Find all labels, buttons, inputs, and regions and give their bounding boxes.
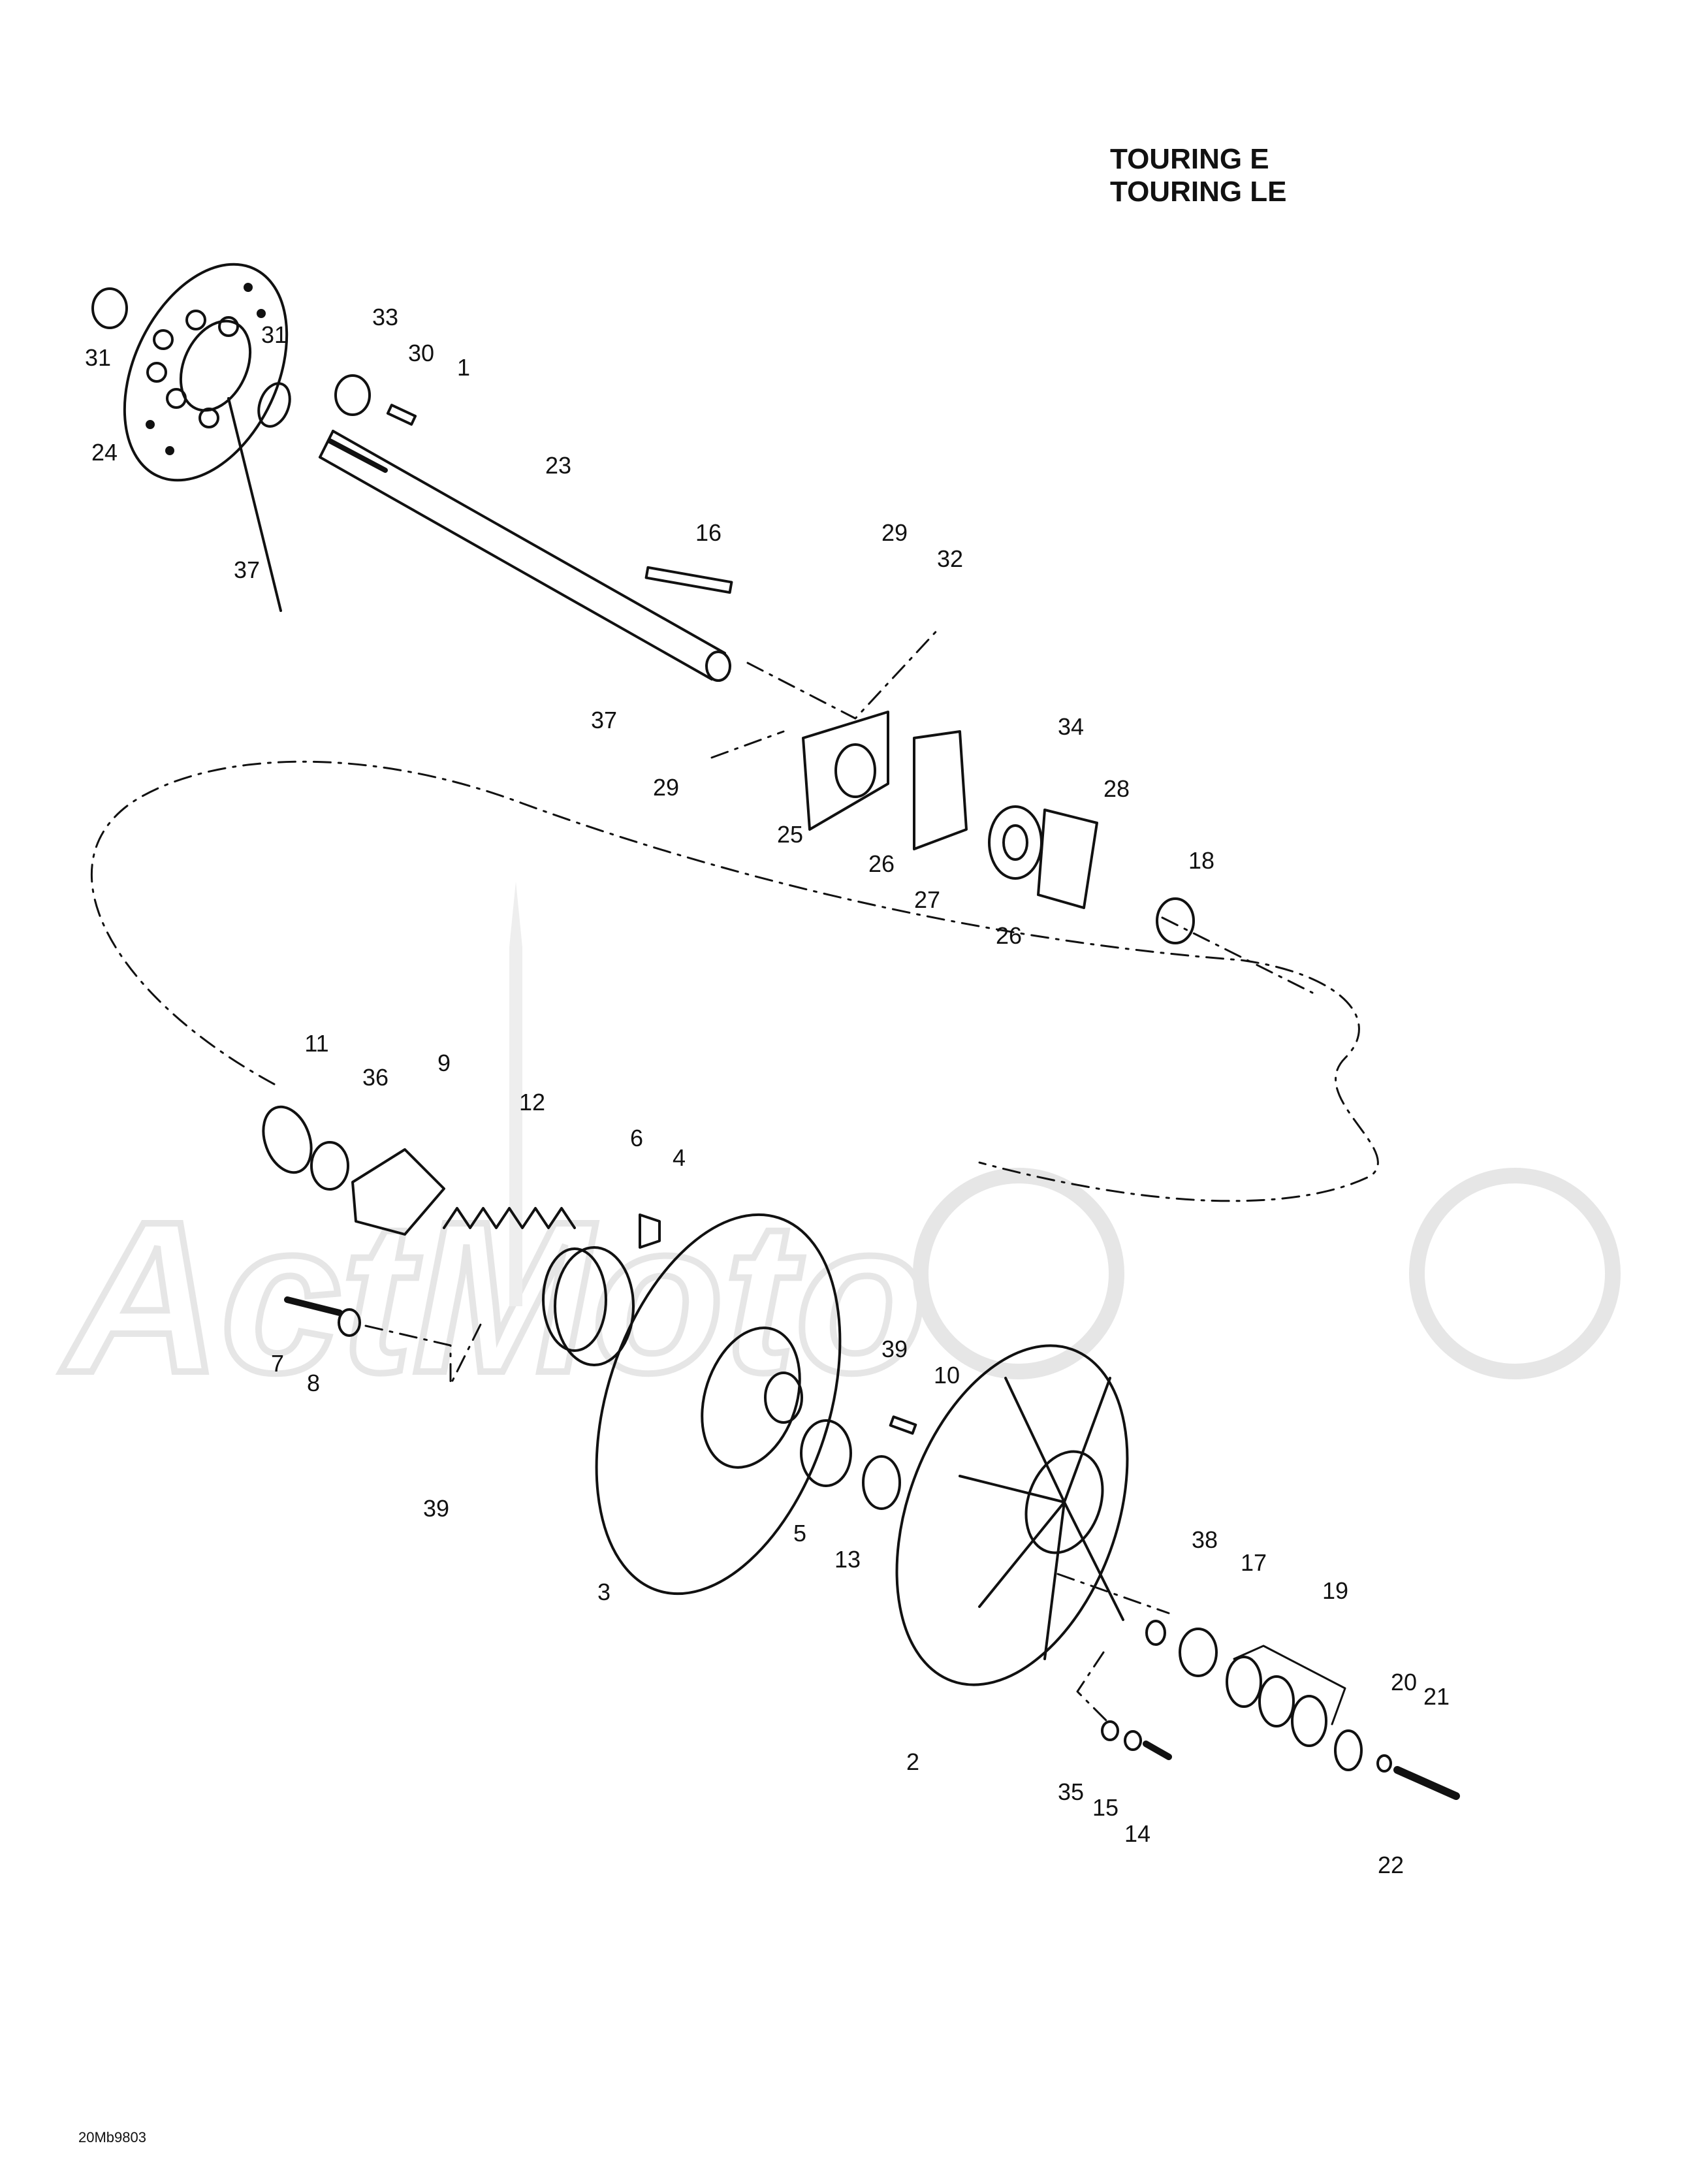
watermark-text: ActMoto (59, 1176, 927, 1417)
nut-15 (1124, 1730, 1142, 1751)
sleeve-6 (554, 1246, 635, 1366)
callout-19: 19 (1322, 1577, 1348, 1604)
washer-20 (1334, 1729, 1363, 1771)
watermark: ActMoto (56, 882, 1621, 1421)
retaining-ring-31a (91, 287, 128, 329)
shim-19b (1258, 1675, 1295, 1727)
callout-21: 21 (1423, 1683, 1450, 1710)
o-ring-33 (334, 374, 371, 416)
callout-8: 8 (307, 1370, 320, 1396)
callout-20: 20 (1391, 1669, 1417, 1695)
callout-39: 39 (881, 1336, 908, 1362)
shim-19c (1291, 1695, 1327, 1747)
callout-14: 14 (1124, 1820, 1150, 1847)
callout-38: 38 (1192, 1526, 1218, 1553)
callout-35: 35 (1058, 1778, 1084, 1805)
sliding-half-2 (895, 1344, 1129, 1686)
callout-4: 4 (673, 1144, 686, 1171)
callout-5: 5 (793, 1520, 806, 1547)
washer-36 (310, 1141, 349, 1191)
callout-6: 6 (630, 1125, 643, 1151)
washer-38 (1145, 1620, 1166, 1646)
watermark-spire (509, 882, 522, 1306)
key-10 (889, 1415, 917, 1435)
callout-13: 13 (834, 1546, 861, 1573)
callout-36: 36 (362, 1064, 389, 1091)
bolt-22 (1393, 1766, 1460, 1800)
callout-26: 26 (996, 922, 1022, 949)
cam-9 (351, 1148, 445, 1236)
callout-37: 37 (234, 556, 260, 583)
callout-26: 26 (868, 850, 895, 877)
callout-22: 22 (1378, 1852, 1404, 1878)
screw-14 (1143, 1741, 1172, 1760)
belt-return-line (1161, 916, 1314, 994)
washer-8 (338, 1308, 361, 1337)
spring-12 (443, 1207, 576, 1229)
key-30 (386, 404, 417, 426)
callout-27: 27 (914, 886, 940, 913)
callout-33: 33 (372, 304, 398, 330)
callout-32: 32 (937, 545, 963, 572)
callout-18: 18 (1188, 847, 1214, 874)
callout-25: 25 (777, 821, 803, 848)
washer-35 (1101, 1720, 1119, 1741)
callout-28: 28 (1103, 775, 1130, 802)
callout-30: 30 (408, 340, 434, 366)
flange-plate-25 (802, 711, 889, 831)
model-title-2: TOURING LE (1110, 176, 1287, 208)
callout-2: 2 (906, 1748, 919, 1775)
callout-12: 12 (519, 1089, 545, 1116)
shim-19a (1226, 1656, 1262, 1708)
slider-shoe-4 (639, 1213, 661, 1249)
callout-17: 17 (1241, 1549, 1267, 1576)
callout-7: 7 (271, 1350, 284, 1377)
callout-34: 34 (1058, 713, 1084, 740)
bearing-27 (988, 805, 1043, 880)
drive-belt-outline (90, 760, 1379, 1202)
washer-13 (862, 1455, 901, 1510)
drawing-code: 20Mb9803 (78, 2129, 146, 2145)
callout-1: 1 (457, 354, 470, 381)
callout-16: 16 (695, 519, 722, 546)
callout-29: 29 (881, 519, 908, 546)
watermark-wheel-rear (1409, 1168, 1621, 1379)
circlip-11 (262, 1105, 313, 1174)
callout-10: 10 (934, 1362, 960, 1389)
callout-11: 11 (304, 1030, 328, 1057)
key-16 (644, 566, 733, 594)
callout-39: 39 (423, 1495, 449, 1522)
callout-37: 37 (591, 707, 617, 733)
callout-9: 9 (437, 1050, 451, 1076)
bushing-5 (800, 1419, 852, 1487)
callout-15: 15 (1092, 1794, 1119, 1821)
lock-washer-21 (1376, 1754, 1392, 1773)
brake-disc (123, 263, 289, 482)
screw-7 (284, 1296, 343, 1316)
spacer-18 (1156, 897, 1195, 944)
callout-31: 31 (85, 344, 111, 371)
parts-linework (90, 263, 1460, 1800)
countershaft (319, 430, 731, 682)
bearing-flange-26a (913, 730, 968, 850)
callout-31: 31 (261, 321, 287, 348)
model-title-1: TOURING E (1110, 143, 1269, 175)
callout-23: 23 (545, 452, 571, 479)
callout-24: 24 (91, 439, 118, 466)
callout-3: 3 (597, 1579, 611, 1605)
retaining-ring-31b (257, 382, 291, 428)
bearing-flange-26b (1037, 809, 1098, 909)
fixed-half-3 (595, 1213, 842, 1596)
callout-29: 29 (653, 774, 679, 801)
watermark-wheel-front (913, 1168, 1124, 1379)
bushing-17 (1179, 1628, 1218, 1677)
